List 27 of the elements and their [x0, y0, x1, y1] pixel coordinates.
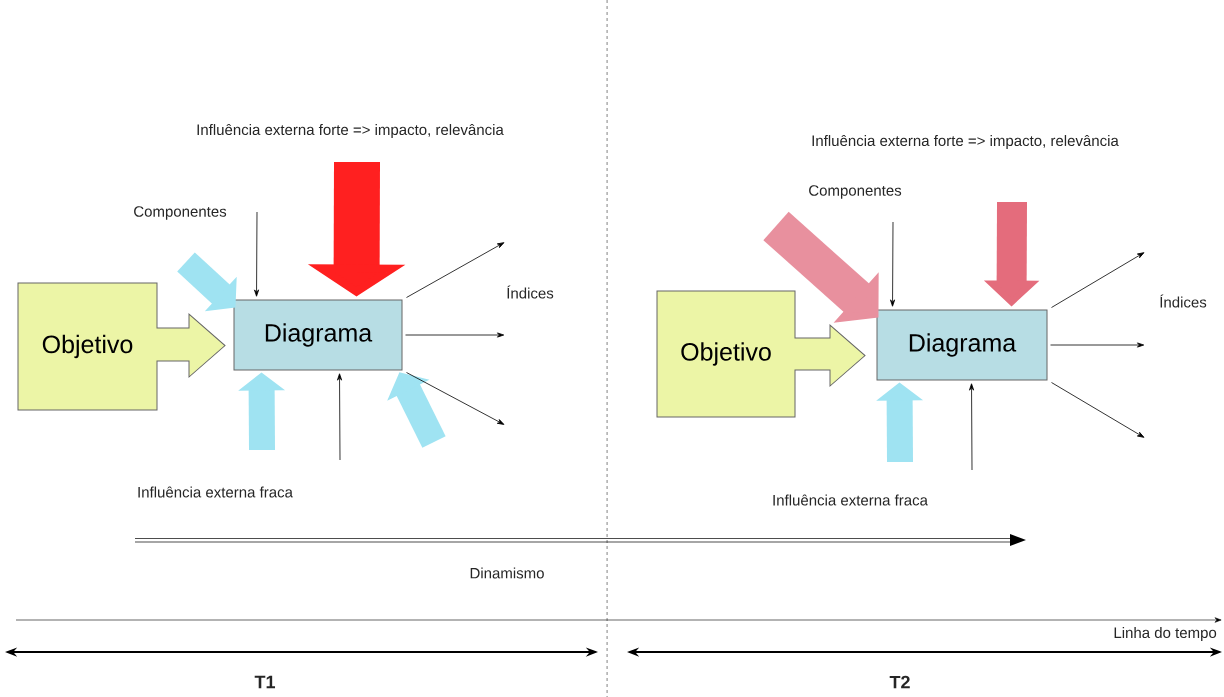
label-text: Influência externa fraca	[138, 486, 293, 498]
label-text: Influência externa forte => impacto, relevância	[812, 135, 1119, 149]
arrow	[969, 383, 975, 471]
label-text: T2	[889, 675, 910, 689]
arrow	[890, 221, 896, 307]
label-text: Influência externa fraca	[773, 494, 928, 506]
block-arrow-box: Objetivo	[656, 290, 866, 418]
process-box: Diagrama	[876, 309, 1048, 381]
label-text: Índices	[1160, 294, 1207, 308]
arrow	[1051, 382, 1145, 438]
arrow	[254, 211, 260, 297]
block-arrow-box: Objetivo	[17, 282, 226, 411]
arrow	[1051, 252, 1145, 308]
label-text: T1	[254, 675, 275, 689]
process-box: Diagrama	[233, 299, 403, 371]
label-text: Índices	[507, 285, 554, 299]
arrow	[406, 372, 505, 425]
arrow	[1050, 342, 1145, 348]
label-text: Componentes	[809, 185, 902, 199]
arrow	[406, 242, 505, 298]
label-text: Dinamismo	[470, 567, 544, 579]
arrow	[387, 372, 446, 448]
label-text: Influência externa forte => impacto, relevância	[197, 124, 504, 138]
arrow	[337, 373, 343, 461]
label-text: Linha do tempo	[1114, 627, 1217, 641]
label-text: Componentes	[134, 206, 227, 220]
arrow	[405, 332, 505, 338]
